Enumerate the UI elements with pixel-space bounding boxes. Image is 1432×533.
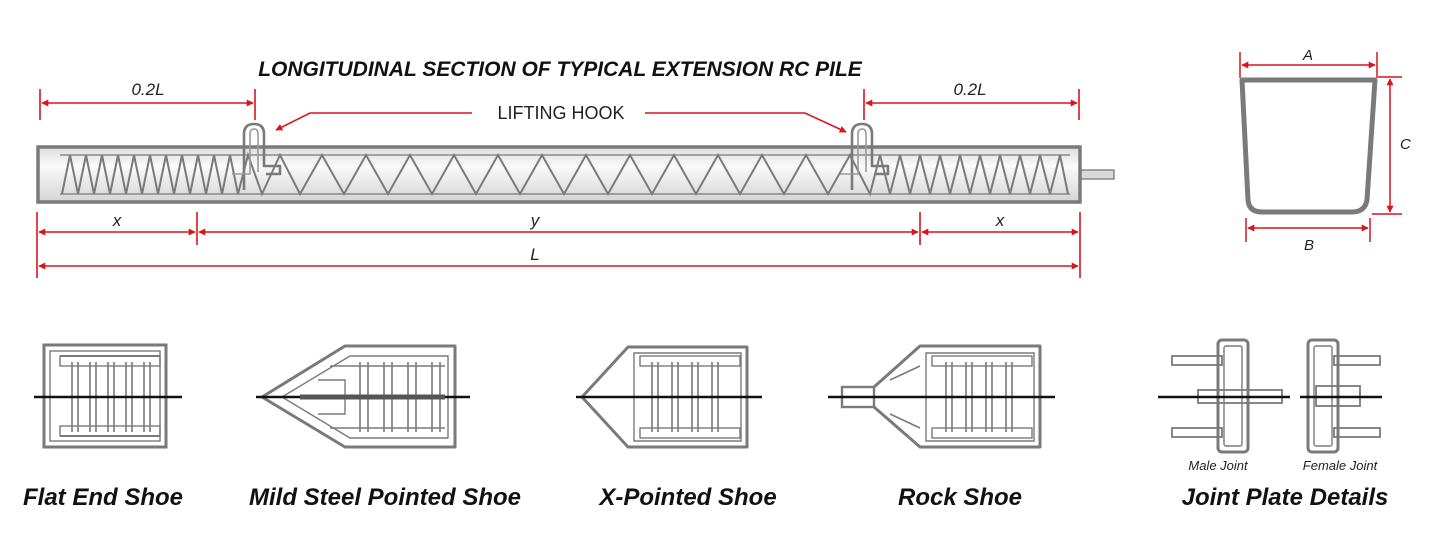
lifting-hook-callout: LIFTING HOOK — [275, 103, 847, 133]
dim-y-mid: y — [198, 211, 921, 245]
label-rock-shoe: Rock Shoe — [898, 484, 1022, 511]
female-joint — [1300, 338, 1382, 454]
section-label-a: A — [1302, 47, 1313, 64]
x-pointed-shoe — [576, 345, 762, 449]
section-label-c: C — [1400, 136, 1411, 153]
dim-x-right: x — [921, 211, 1081, 278]
dim-label-x-left: x — [112, 211, 122, 230]
pile-body — [36, 122, 1115, 204]
label-x-pointed-shoe: X-Pointed Shoe — [597, 484, 776, 511]
dim-top-left: 0.2L — [39, 80, 256, 120]
dim-label-x-right: x — [995, 211, 1005, 230]
dim-label-total: L — [530, 245, 539, 264]
diagram-title: LONGITUDINAL SECTION OF TYPICAL EXTENSIO… — [258, 58, 863, 81]
dim-top-right: 0.2L — [863, 80, 1080, 120]
rock-shoe — [828, 344, 1055, 449]
label-flat-end-shoe: Flat End Shoe — [23, 484, 183, 511]
label-joint-plate-details: Joint Plate Details — [1182, 484, 1389, 511]
label-mild-steel-pointed-shoe: Mild Steel Pointed Shoe — [249, 484, 521, 511]
flat-end-shoe — [34, 343, 182, 449]
label-female-joint: Female Joint — [1303, 458, 1379, 473]
dim-x-left: x — [36, 211, 198, 278]
mild-steel-pointed-shoe — [256, 344, 470, 449]
dim-total-length: L — [38, 245, 1079, 270]
label-male-joint: Male Joint — [1188, 458, 1249, 473]
dim-label-top-left: 0.2L — [131, 80, 164, 99]
dim-label-y: y — [530, 211, 541, 230]
lifting-hook-label: LIFTING HOOK — [497, 103, 624, 123]
cross-section: A C B — [1239, 47, 1411, 254]
section-label-b: B — [1304, 237, 1314, 254]
male-joint — [1158, 338, 1290, 454]
dim-label-top-right: 0.2L — [953, 80, 986, 99]
